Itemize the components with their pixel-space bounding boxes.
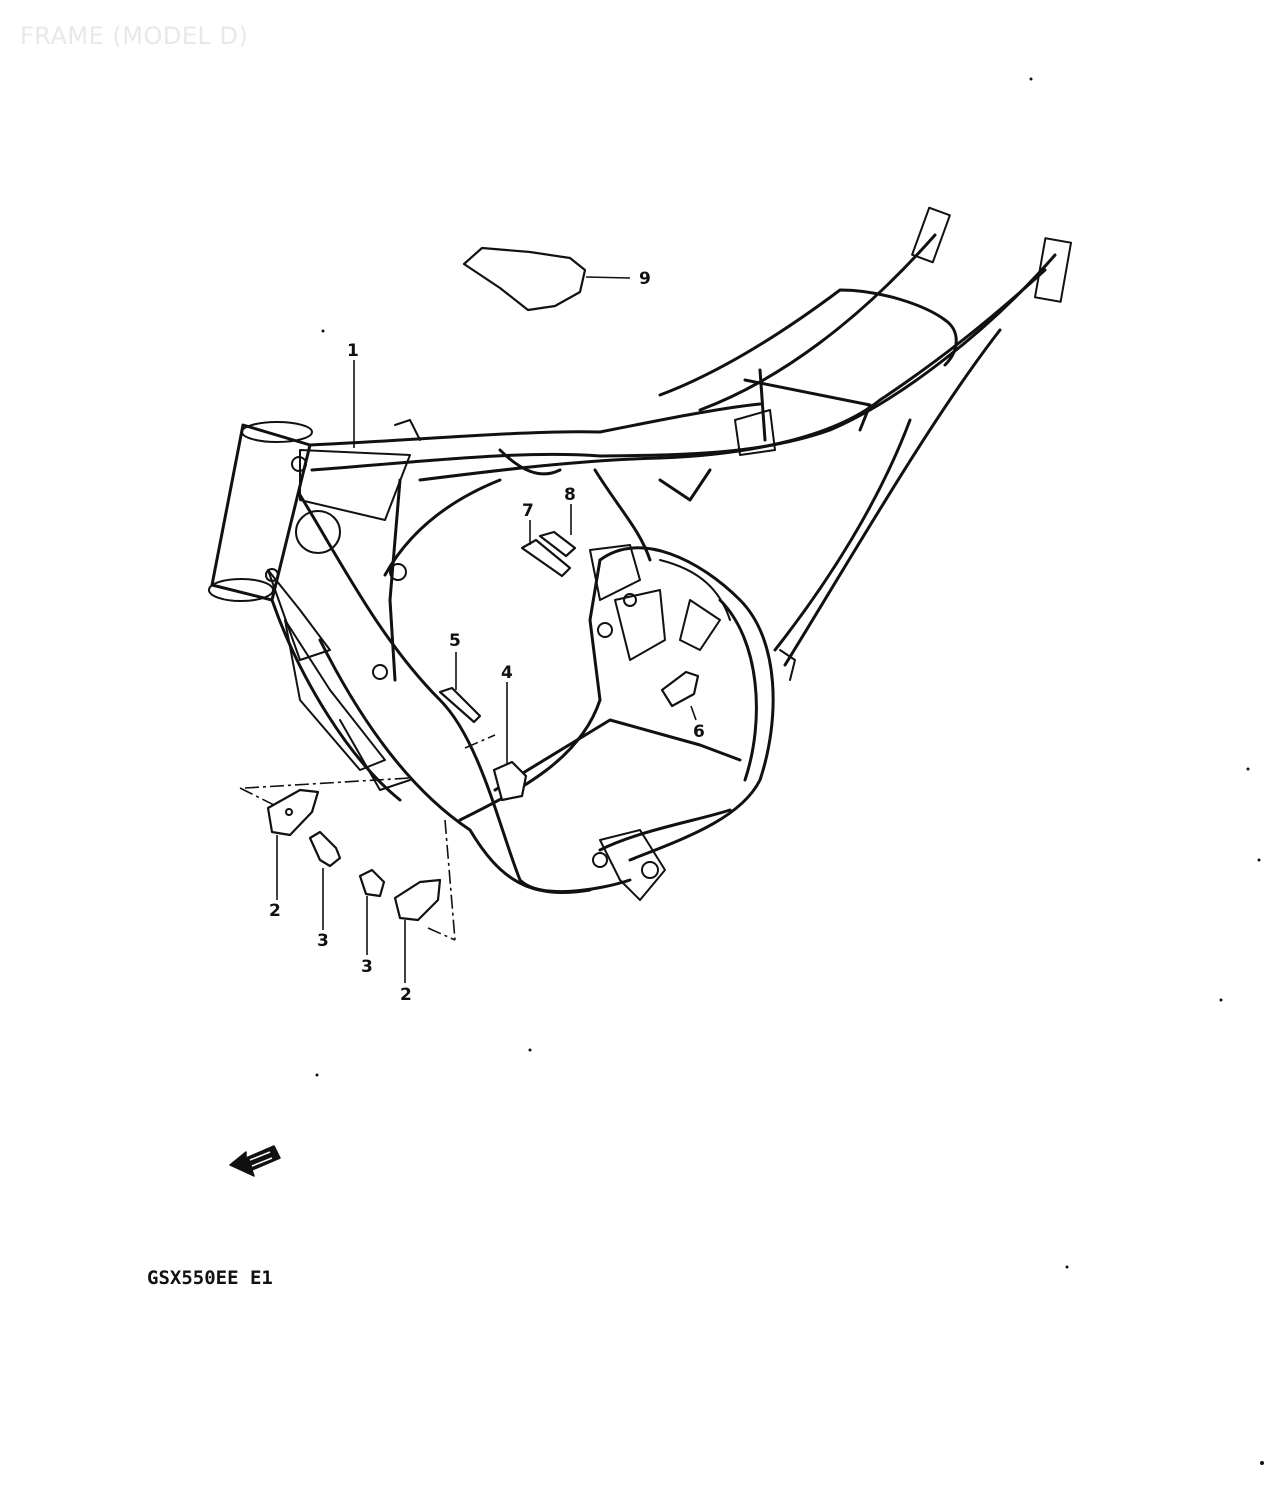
- callout-2-left: 2: [269, 901, 281, 921]
- bracket-part-center: [492, 760, 528, 802]
- model-code: GSX550EE E1: [147, 1267, 273, 1289]
- bolt-part-upper-2: [538, 530, 577, 558]
- bracket-part-left: [266, 788, 320, 837]
- page-title: FRAME (MODEL D): [20, 22, 249, 50]
- plate-part: [660, 670, 700, 708]
- leader-lines: [276, 276, 697, 983]
- callout-9: 9: [639, 269, 651, 289]
- bracket-part-right: [393, 878, 442, 922]
- bolt-part-left: [308, 830, 342, 868]
- scan-specks: [315, 77, 1264, 1465]
- callout-1: 1: [347, 341, 359, 361]
- callout-8: 8: [564, 485, 576, 505]
- callout-4: 4: [501, 663, 513, 683]
- bolt-part-upper: [520, 538, 572, 578]
- bolt-part-right: [358, 868, 386, 898]
- callout-2-right: 2: [400, 985, 412, 1005]
- bolt-part-long: [438, 686, 482, 724]
- callout-6: 6: [693, 722, 705, 742]
- callout-3-left: 3: [317, 931, 329, 951]
- frame-drawing: [208, 206, 1073, 941]
- callout-3-right: 3: [361, 957, 373, 977]
- callout-7: 7: [522, 501, 534, 521]
- cover-part: [462, 246, 587, 312]
- front-direction-arrow-icon: [229, 1145, 281, 1177]
- callout-5: 5: [449, 631, 461, 651]
